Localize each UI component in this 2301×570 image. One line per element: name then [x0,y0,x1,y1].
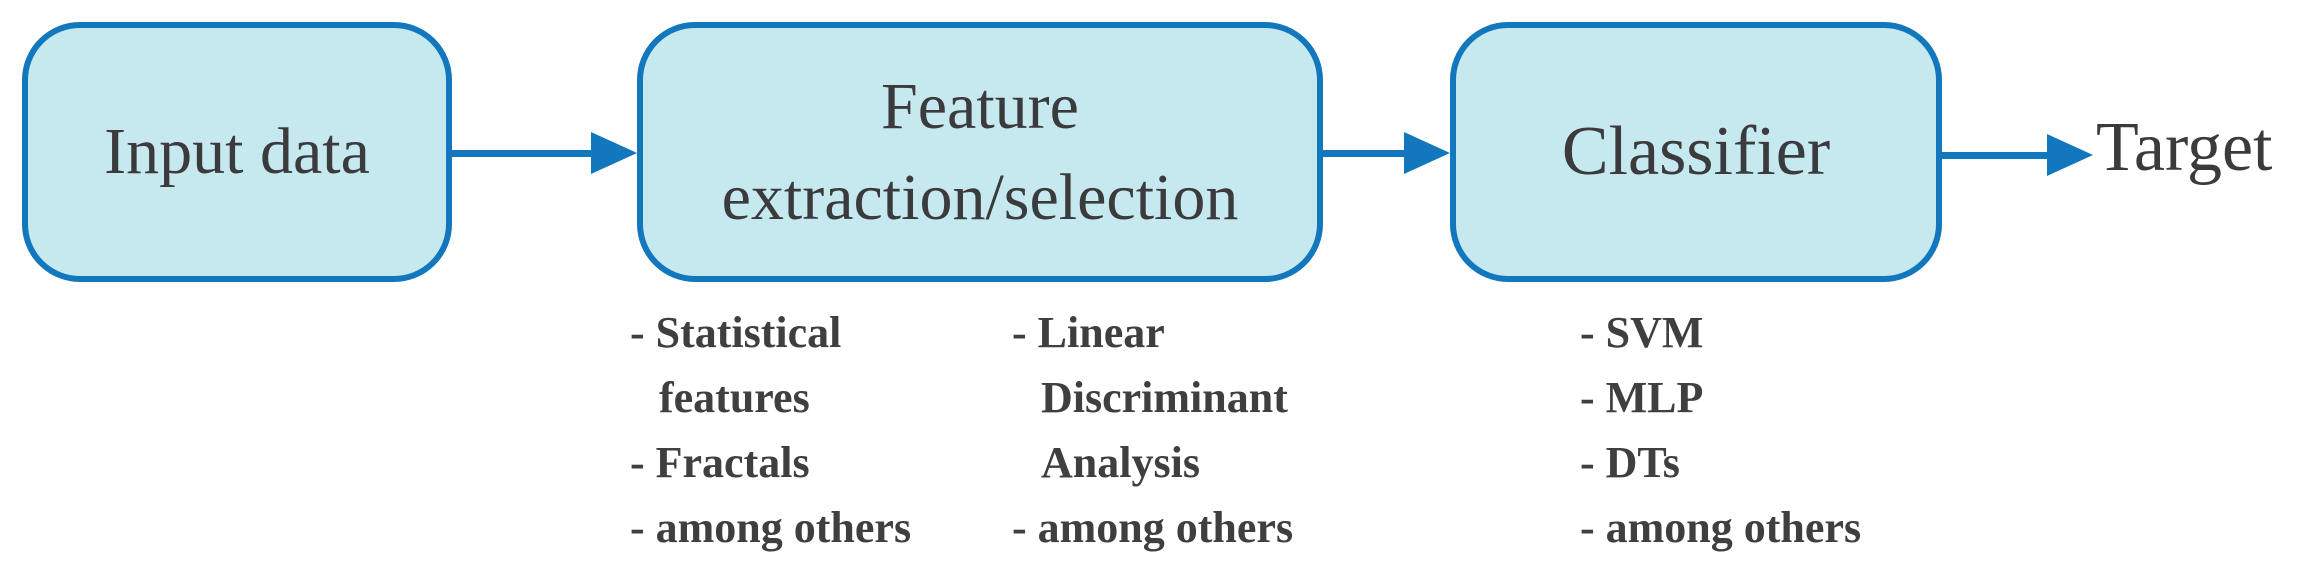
feature-notes-column-1: - Statistical features - Fractals - amon… [630,300,911,560]
note-linear-cont-1: Discriminant [1041,373,1288,422]
node-classifier: Classifier [1450,22,1942,282]
arrow-shaft [452,149,591,157]
note-among-others: - among others [630,503,912,552]
node-input-data-label: Input data [104,115,370,188]
node-feature-label-line1: Feature [881,69,1079,143]
arrow-head-icon [1404,132,1450,174]
node-classifier-label: Classifier [1561,113,1831,190]
arrow-feature-to-classifier [1323,131,1450,175]
note-dts: - DTs [1580,438,1680,487]
note-linear: - Linear [1012,308,1165,357]
note-svm: - SVM [1580,308,1704,357]
node-feature-label-line2: extraction/selection [721,161,1239,234]
arrow-head-icon [591,132,637,174]
note-among-others: - among others [1012,503,1294,552]
note-among-others: - among others [1580,503,1862,552]
arrow-shaft [1323,149,1404,157]
target-label: Target [2096,109,2273,186]
arrow-head-icon [2047,134,2093,176]
note-fractals: - Fractals [630,438,810,487]
note-mlp: - MLP [1580,373,1704,422]
note-statistical: - Statistical [630,308,842,357]
arrow-classifier-to-target [1942,133,2093,177]
note-statistical-cont: features [659,373,810,422]
node-feature-extraction: Feature extraction/selection [637,22,1323,282]
arrow-shaft [1942,151,2047,159]
feature-notes-column-2: - Linear Discriminant Analysis - among o… [1012,300,1293,560]
arrow-input-to-feature [452,131,637,175]
classifier-notes-column: - SVM - MLP - DTs - among others [1580,300,1861,560]
note-linear-cont-2: Analysis [1041,438,1200,487]
node-input-data: Input data [22,22,452,282]
